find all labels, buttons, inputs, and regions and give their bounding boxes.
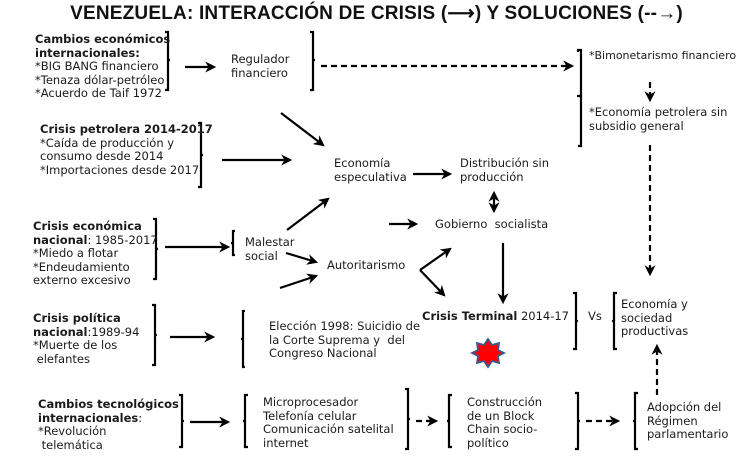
cause-item: elefantes bbox=[33, 351, 90, 366]
node-text: Malestar bbox=[245, 235, 295, 249]
arrow-regulador-to-especulativa bbox=[280, 112, 325, 147]
solution-economia-petrolera: *Economía petrolera sin subsidio general bbox=[589, 105, 728, 133]
node-economia-productiva: Economía y sociedad productivas bbox=[621, 297, 689, 339]
cause-heading: internacionales bbox=[38, 410, 139, 425]
node-text: Microprocesador bbox=[263, 395, 359, 409]
bracket-cambios-tecnologicos bbox=[179, 393, 184, 449]
node-text: Comunicación satelital bbox=[263, 422, 394, 436]
cause-item: *Endeudamiento bbox=[33, 259, 130, 274]
cause-item: telemática bbox=[38, 437, 103, 452]
node-text: subsidio general bbox=[589, 118, 684, 133]
node-tecnologias: Microprocesador Telefonía celular Comuni… bbox=[263, 395, 394, 450]
cause-heading: nacional bbox=[33, 324, 88, 339]
bracket-solutions-top bbox=[576, 48, 583, 148]
bracket-eleccion bbox=[241, 309, 245, 369]
bracket-tecnologia-right bbox=[405, 387, 410, 451]
cause-item: *Caída de producción y bbox=[40, 135, 175, 150]
node-economia-especulativa: Economía especulativa bbox=[334, 156, 407, 184]
bracket-regulador bbox=[310, 30, 315, 92]
node-text: *Economía petrolera sin bbox=[589, 105, 728, 119]
bracket-crisis-economica bbox=[153, 217, 158, 281]
crisis-terminal-period: 2014-17 bbox=[517, 309, 570, 323]
diagram-title: VENEZUELA: INTERACCIÓN DE CRISIS (⟶) Y S… bbox=[70, 3, 683, 24]
cause-heading: Crisis petrolera 2014-2017 bbox=[40, 122, 213, 136]
cause-item: *Muerte de los bbox=[33, 338, 118, 352]
bracket-crisis-politica bbox=[152, 303, 157, 367]
arrow-autoritarismo-to-gobierno bbox=[419, 247, 452, 271]
node-text: Adopción del bbox=[647, 400, 722, 414]
node-text: de un Block bbox=[467, 408, 535, 423]
cause-cambios-economicos: Cambios económicos internacionales: *BIG… bbox=[35, 32, 171, 101]
cause-heading-period: : 1985-2017 bbox=[87, 232, 158, 247]
cause-heading: Crisis política bbox=[33, 311, 121, 325]
cause-heading-period: :1989-94 bbox=[87, 324, 140, 339]
node-text: Economía bbox=[334, 156, 391, 170]
cause-heading-colon: : bbox=[138, 410, 143, 425]
node-autoritarismo: Autoritarismo bbox=[327, 258, 406, 272]
bracket-blockchain-right bbox=[575, 391, 580, 451]
cause-heading: Cambios económicos bbox=[35, 32, 171, 46]
cause-item: consumo desde 2014 bbox=[40, 149, 164, 163]
bracket-parlamentario bbox=[633, 391, 638, 451]
vs-label: Vs bbox=[588, 309, 602, 323]
cause-item: *Acuerdo de Taif 1972 bbox=[35, 86, 162, 100]
cause-item: externo excesivo bbox=[33, 273, 131, 287]
bracket-cambios-economicos bbox=[165, 30, 170, 92]
node-text: político bbox=[467, 435, 509, 450]
bracket-vs-right bbox=[612, 291, 617, 351]
node-text: Economía y bbox=[621, 297, 688, 311]
node-malestar-social: Malestar social bbox=[245, 235, 295, 263]
node-text: Elección 1998: Suicidio de bbox=[269, 319, 421, 333]
node-text: Regulador bbox=[231, 52, 290, 66]
arrow-to-autoritarismo bbox=[279, 273, 319, 290]
cause-item: *Tenaza dólar-petróleo bbox=[35, 72, 165, 87]
node-text: Régimen bbox=[647, 413, 698, 428]
node-text: sociedad bbox=[621, 310, 673, 325]
node-text: Chain socio- bbox=[467, 422, 538, 436]
node-eleccion-1998: Elección 1998: Suicidio de la Corte Supr… bbox=[269, 319, 421, 361]
cause-heading: internacionales: bbox=[35, 45, 140, 60]
node-text: especulativa bbox=[334, 169, 407, 184]
cause-heading: Cambios tecnológicos bbox=[38, 397, 179, 411]
solution-bimonetarismo: *Bimonetarismo financiero bbox=[589, 49, 737, 62]
node-text: producción bbox=[460, 169, 524, 184]
cause-item: *Importaciones desde 2017 bbox=[40, 162, 200, 177]
node-text: Distribución sin bbox=[460, 156, 550, 170]
node-gobierno-socialista: Gobierno socialista bbox=[435, 217, 549, 231]
bracket-tecnologia-left bbox=[243, 393, 248, 449]
cause-crisis-economica: Crisis económica nacional: 1985-2017 *Mi… bbox=[33, 219, 158, 288]
crisis-terminal-label: Crisis Terminal bbox=[422, 309, 518, 323]
bracket-vs-left bbox=[573, 291, 578, 351]
node-distribucion-sin-produccion: Distribución sin producción bbox=[460, 156, 550, 184]
node-text: productivas bbox=[621, 324, 689, 338]
node-crisis-terminal: Crisis Terminal 2014-17 bbox=[422, 309, 570, 324]
cause-item: *BIG BANG financiero bbox=[35, 59, 159, 73]
node-text: Telefonía celular bbox=[263, 408, 357, 423]
node-text: internet bbox=[263, 435, 309, 450]
arrow-malestar-to-especulativa bbox=[286, 197, 330, 231]
bracket-blockchain bbox=[447, 393, 452, 449]
cause-cambios-tecnologicos: Cambios tecnológicos internacionales: *R… bbox=[38, 397, 179, 452]
cause-heading: Crisis económica bbox=[33, 219, 142, 233]
cause-crisis-petrolera: Crisis petrolera 2014-2017 *Caída de pro… bbox=[40, 122, 213, 177]
cause-heading: nacional bbox=[33, 232, 88, 247]
node-text: parlamentario bbox=[647, 427, 729, 441]
node-block-chain: Construcción de un Block Chain socio- po… bbox=[467, 395, 543, 450]
cause-item: *Miedo a flotar bbox=[33, 246, 119, 260]
node-regulador-financiero: Regulador financiero bbox=[231, 52, 290, 80]
explosion-star-icon bbox=[469, 337, 507, 369]
arrow-autoritarismo-to-crisis bbox=[419, 269, 446, 297]
node-text: la Corte Suprema y del bbox=[269, 332, 405, 347]
arrow-malestar-to-autoritarismo bbox=[285, 251, 319, 265]
node-regimen-parlamentario: Adopción del Régimen parlamentario bbox=[647, 400, 729, 442]
node-text: Construcción bbox=[467, 395, 543, 409]
cause-item: *Revolución bbox=[38, 424, 107, 438]
node-text: social bbox=[245, 248, 278, 263]
node-text: financiero bbox=[231, 65, 288, 80]
node-text: Congreso Nacional bbox=[269, 346, 377, 360]
cause-crisis-politica: Crisis política nacional:1989-94 *Muerte… bbox=[33, 311, 140, 366]
bracket-malestar bbox=[231, 229, 235, 257]
bracket-crisis-petrolera bbox=[198, 121, 203, 189]
